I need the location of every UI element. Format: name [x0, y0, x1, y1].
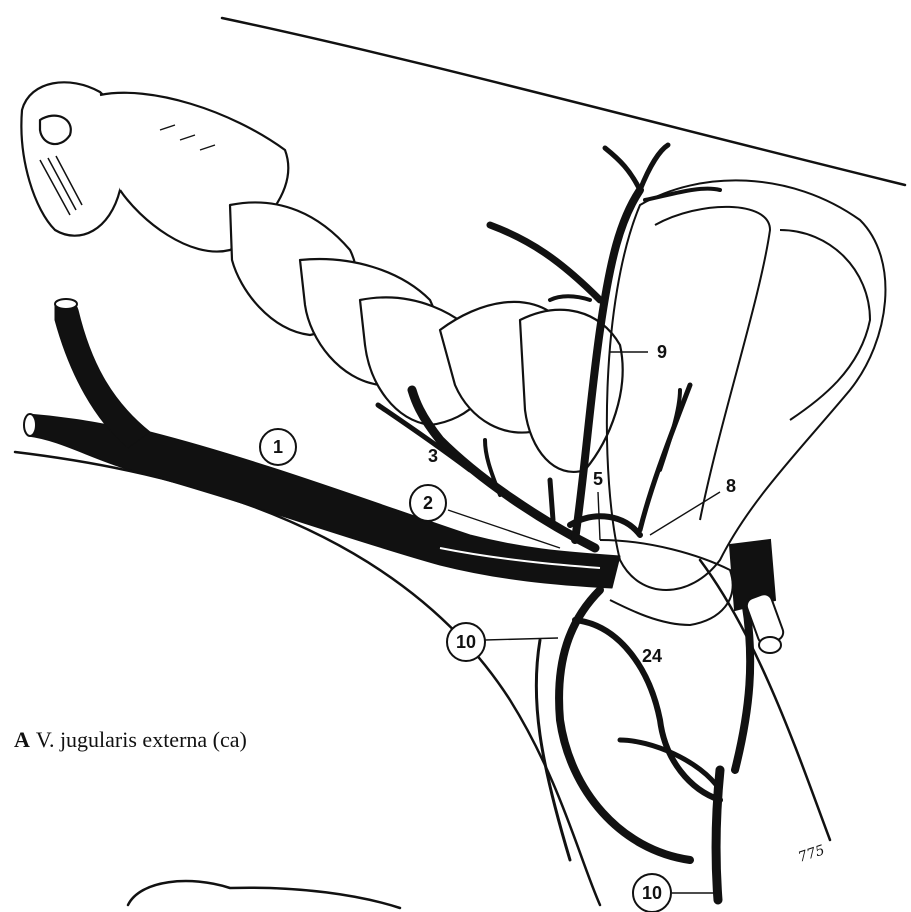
callout-10a-label: 10	[456, 632, 476, 652]
panel-letter: A	[14, 727, 30, 752]
callout-3-label: 3	[428, 446, 438, 466]
artist-signature: 775	[796, 842, 826, 866]
vein-8-branch-b	[660, 390, 680, 470]
leader-5	[598, 492, 600, 540]
vein-9-top-a	[605, 148, 640, 190]
vein-9-upper-left-twig	[550, 296, 590, 300]
scapula-inner	[655, 207, 770, 520]
dorsal-contour	[222, 18, 905, 185]
callout-1-label: 1	[273, 437, 283, 457]
leader-10a	[485, 638, 558, 640]
callout-5-label: 5	[593, 469, 603, 489]
clavicular-outline	[600, 540, 733, 625]
vein-9-top-b	[640, 145, 668, 190]
rib-outline	[780, 230, 870, 420]
leader-8	[650, 492, 720, 535]
callout-8-label: 8	[726, 476, 736, 496]
callout-9-label: 9	[657, 342, 667, 362]
lower-fragment-contour	[128, 881, 400, 908]
callout-24-label: 24	[642, 646, 662, 666]
vein-right-descending	[735, 600, 750, 770]
cut-vessel-end	[759, 637, 781, 653]
callout-2-label: 2	[423, 493, 433, 513]
vein-9-upper-left	[490, 225, 600, 300]
jugular-cut-end	[24, 414, 36, 436]
vein-10-upper	[559, 590, 690, 860]
axillary-stump	[730, 540, 785, 653]
vein-small-center	[550, 480, 553, 520]
scapula-outer	[607, 180, 886, 590]
lower-veins	[536, 590, 750, 900]
vein-9-top-c	[645, 189, 720, 200]
upper-branch-cut-end	[55, 299, 77, 309]
callout-10b-label: 10	[642, 883, 662, 903]
caption-text: V. jugularis externa (ca)	[36, 727, 247, 752]
